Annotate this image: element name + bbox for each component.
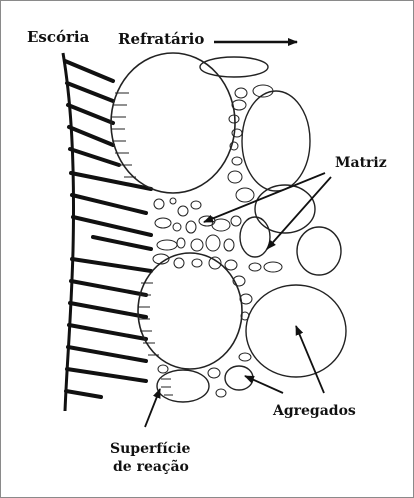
matrix-label: Matriz [335, 155, 387, 171]
slag-label: Escória [27, 28, 90, 46]
matrix-particles [153, 85, 282, 397]
refractory-label: Refratário [118, 30, 204, 48]
slag-hatching [65, 61, 151, 397]
reaction-surface-label-line2: de reação [113, 458, 189, 475]
aggregate-large-upper [111, 53, 235, 193]
reaction-surface-pointer-arrow [145, 389, 160, 427]
reaction-surface-label-line1: Superfície [110, 441, 191, 457]
aggregates-medium [157, 57, 346, 402]
reaction-surface-marks [161, 379, 173, 395]
matrix-pointer-arrow-1 [204, 173, 325, 222]
aggregate-large-lower [138, 253, 242, 369]
aggregates-pointer-arrow-1 [296, 326, 324, 393]
aggregates-label: Agregados [272, 403, 356, 419]
